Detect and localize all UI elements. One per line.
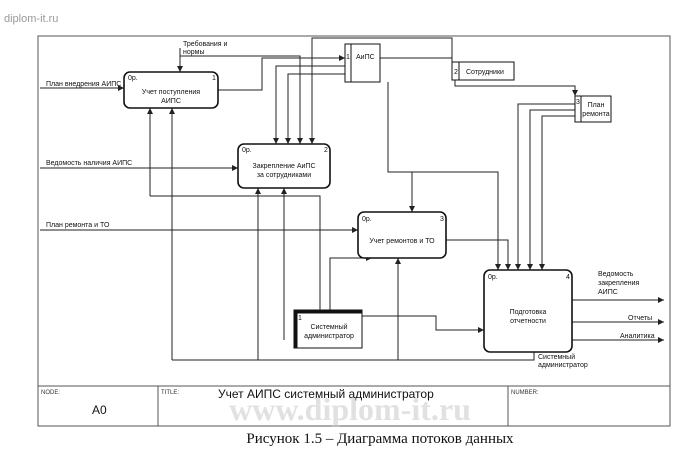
flow-plan-p4-b	[527, 109, 575, 270]
node-value: A0	[92, 403, 107, 417]
label-plan-vnedr: План внедрения АИПС	[46, 81, 121, 88]
process-1: 0р. 1 Учет поступления АИПС	[123, 71, 219, 109]
figure-caption: Рисунок 1.5 – Диаграмма потоков данных	[246, 431, 514, 447]
label-out-sys-admin-2: администратор	[538, 362, 588, 369]
flow-fb-p1-b	[150, 195, 321, 310]
flow-aips-p4	[412, 171, 501, 270]
store-plan-num: 3	[576, 99, 580, 106]
diagram-frame	[37, 35, 671, 427]
store-sotrudniki: 2 Сотрудники	[451, 61, 515, 81]
process-4: 0р. 4 Подготовка отчетности	[483, 269, 573, 353]
process-4-line2: отчетности	[510, 318, 546, 325]
label-vedomost: Ведомость наличия АИПС	[46, 160, 132, 167]
process-3: 0р. 3 Учет ремонтов и ТО	[357, 211, 447, 259]
process-4-box	[483, 269, 573, 353]
external-admin-line1: Системный	[310, 323, 347, 331]
label-trebovaniya-2: нормы	[183, 49, 205, 56]
flow-p1-aips	[218, 55, 345, 91]
store-aips-name: АиПС	[356, 54, 375, 61]
process-1-op: 0р.	[128, 75, 138, 82]
process-2-num: 2	[324, 147, 328, 154]
store-plan-name2: ремонта	[582, 111, 609, 118]
process-3-box	[357, 211, 447, 259]
process-1-box	[123, 71, 219, 109]
store-sotrudniki-name: Сотрудники	[466, 69, 504, 76]
label-plan-remonta: План ремонта и ТО	[46, 222, 110, 229]
store-plan-box	[574, 95, 612, 123]
process-3-line1: Учет ремонтов и ТО	[369, 238, 435, 245]
store-plan-name: План	[588, 102, 605, 109]
process-1-line2: АИПС	[161, 98, 181, 105]
store-aips-num: 1	[346, 54, 350, 61]
label-out-sys-admin-1: Системный	[538, 353, 575, 361]
title-label: TITLE:	[161, 390, 179, 396]
external-admin-line2: администратор	[304, 333, 354, 340]
store-aips-box	[344, 43, 381, 83]
label-out-otchety: Отчеты	[628, 315, 652, 322]
process-2-op: 0р.	[242, 147, 252, 154]
label-out-vedomost-2: закрепления	[598, 280, 639, 287]
external-admin: 1 Системный администратор	[293, 309, 363, 349]
flow-p3-p4	[446, 239, 511, 270]
flow-bottom-return	[172, 352, 535, 361]
label-out-analitika: Аналитика	[620, 333, 655, 340]
label-out-vedomost-3: АИПС	[598, 289, 618, 296]
label-trebovaniya-1: Требования и	[183, 40, 228, 48]
flow-admin-p3	[329, 255, 372, 310]
process-1-num: 1	[212, 75, 216, 82]
external-admin-num: 1	[298, 315, 302, 322]
process-1-line1: Учет поступления	[142, 89, 200, 96]
number-label: NUMBER:	[511, 390, 539, 396]
flow-plan-p4-a	[515, 103, 575, 270]
process-4-line1: Подготовка	[510, 309, 547, 316]
process-4-op: 0р.	[488, 274, 498, 281]
flow-aips-p3	[387, 82, 415, 212]
flow-plan-p4-c	[539, 115, 575, 270]
store-aips: 1 АиПС	[344, 43, 381, 83]
process-3-op: 0р.	[362, 216, 372, 223]
process-3-num: 3	[440, 216, 444, 223]
node-label: NODE:	[41, 390, 60, 396]
flow-aips-p2-a	[273, 65, 345, 144]
process-2: 0р. 2 Закрепление АиПС за сотрудниками	[237, 143, 331, 189]
flow-admin-p4	[362, 315, 484, 333]
flow-trebovaniya-p2	[180, 55, 303, 144]
store-sotrudniki-box	[451, 61, 515, 81]
process-2-box	[237, 143, 331, 189]
store-sotrudniki-num: 2	[454, 69, 458, 76]
title-value: Учет АИПС системный администратор	[218, 387, 434, 401]
site-name: diplom-it.ru	[4, 13, 58, 25]
process-2-line1: Закрепление АиПС	[252, 163, 315, 170]
watermark: www.diplom-it.ru	[229, 391, 471, 427]
flow-sotrudniki-p2	[311, 37, 453, 144]
external-admin-box	[293, 309, 363, 349]
process-2-line2: за сотрудниками	[257, 172, 311, 179]
label-out-vedomost-1: Ведомость	[598, 271, 634, 278]
process-4-num: 4	[566, 274, 570, 281]
store-plan: 3 План ремонта	[574, 95, 612, 123]
flow-aips-p2-b	[285, 73, 345, 144]
